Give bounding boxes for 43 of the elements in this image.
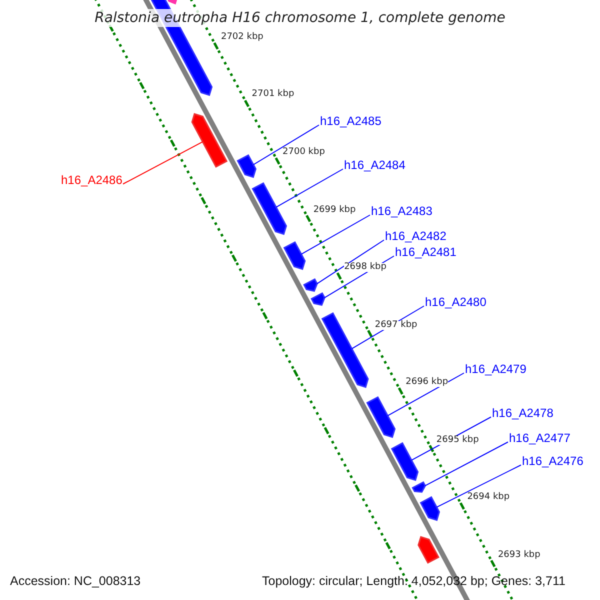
- leader-line: [276, 168, 344, 208]
- gene-label: h16_A2476: [522, 455, 584, 467]
- gene-label: h16_A2483: [371, 205, 432, 217]
- leader-line: [436, 464, 522, 508]
- leader-line: [424, 442, 508, 486]
- gene-label: h16_A2486: [61, 174, 122, 186]
- scale-label: 2695 kbp: [436, 436, 479, 445]
- scale-label: 2700 kbp: [282, 148, 325, 157]
- scale-label: 2699 kbp: [313, 206, 356, 214]
- gene-label: h16_A2484: [344, 159, 406, 171]
- gene-feature: [321, 312, 369, 388]
- gene-label: h16_A2485: [320, 115, 382, 127]
- leader-line: [300, 214, 370, 255]
- gene-label: h16_A2481: [395, 246, 456, 258]
- gene-label: h16_A2479: [465, 363, 526, 375]
- leader-line: [316, 240, 384, 284]
- gene-feature: [191, 113, 228, 168]
- leader-line: [122, 141, 204, 184]
- scale-label: 2694 kbp: [467, 493, 510, 502]
- gene-feature: [303, 278, 318, 292]
- scale-label: 2697 kbp: [374, 320, 418, 330]
- scale-label: 2696 kbp: [406, 378, 448, 388]
- gene-label: h16_A2478: [492, 407, 554, 419]
- gene-label: h16_A2480: [425, 296, 486, 308]
- map-title: Ralstonia eutropha H16 chromosome 1, complete genome: [92, 9, 508, 27]
- gene-feature: [283, 241, 306, 270]
- gene-label: h16_A2482: [385, 230, 446, 242]
- leader-line: [387, 372, 464, 416]
- gene-label: h16_A2477: [509, 432, 570, 444]
- scale-label: 2701 kbp: [252, 90, 294, 100]
- scale-label: 2698 kbp: [344, 263, 386, 272]
- leader-line: [252, 124, 320, 166]
- gene-feature: [412, 481, 426, 493]
- gene-feature: [420, 496, 440, 521]
- genome-info-text: Topology: circular; Length: 4,052,032 bp; Genes: 3,711: [262, 575, 566, 588]
- accession-text: Accession: NC_008313: [10, 575, 141, 588]
- gene-feature: [252, 182, 287, 235]
- gene-feature: [390, 442, 419, 481]
- scale-label: 2702 kbp: [220, 32, 264, 42]
- gene-feature: [366, 396, 396, 438]
- gene-feature: [310, 292, 326, 306]
- scale-label: 2693 kbp: [498, 550, 540, 560]
- gene-feature: [236, 154, 256, 178]
